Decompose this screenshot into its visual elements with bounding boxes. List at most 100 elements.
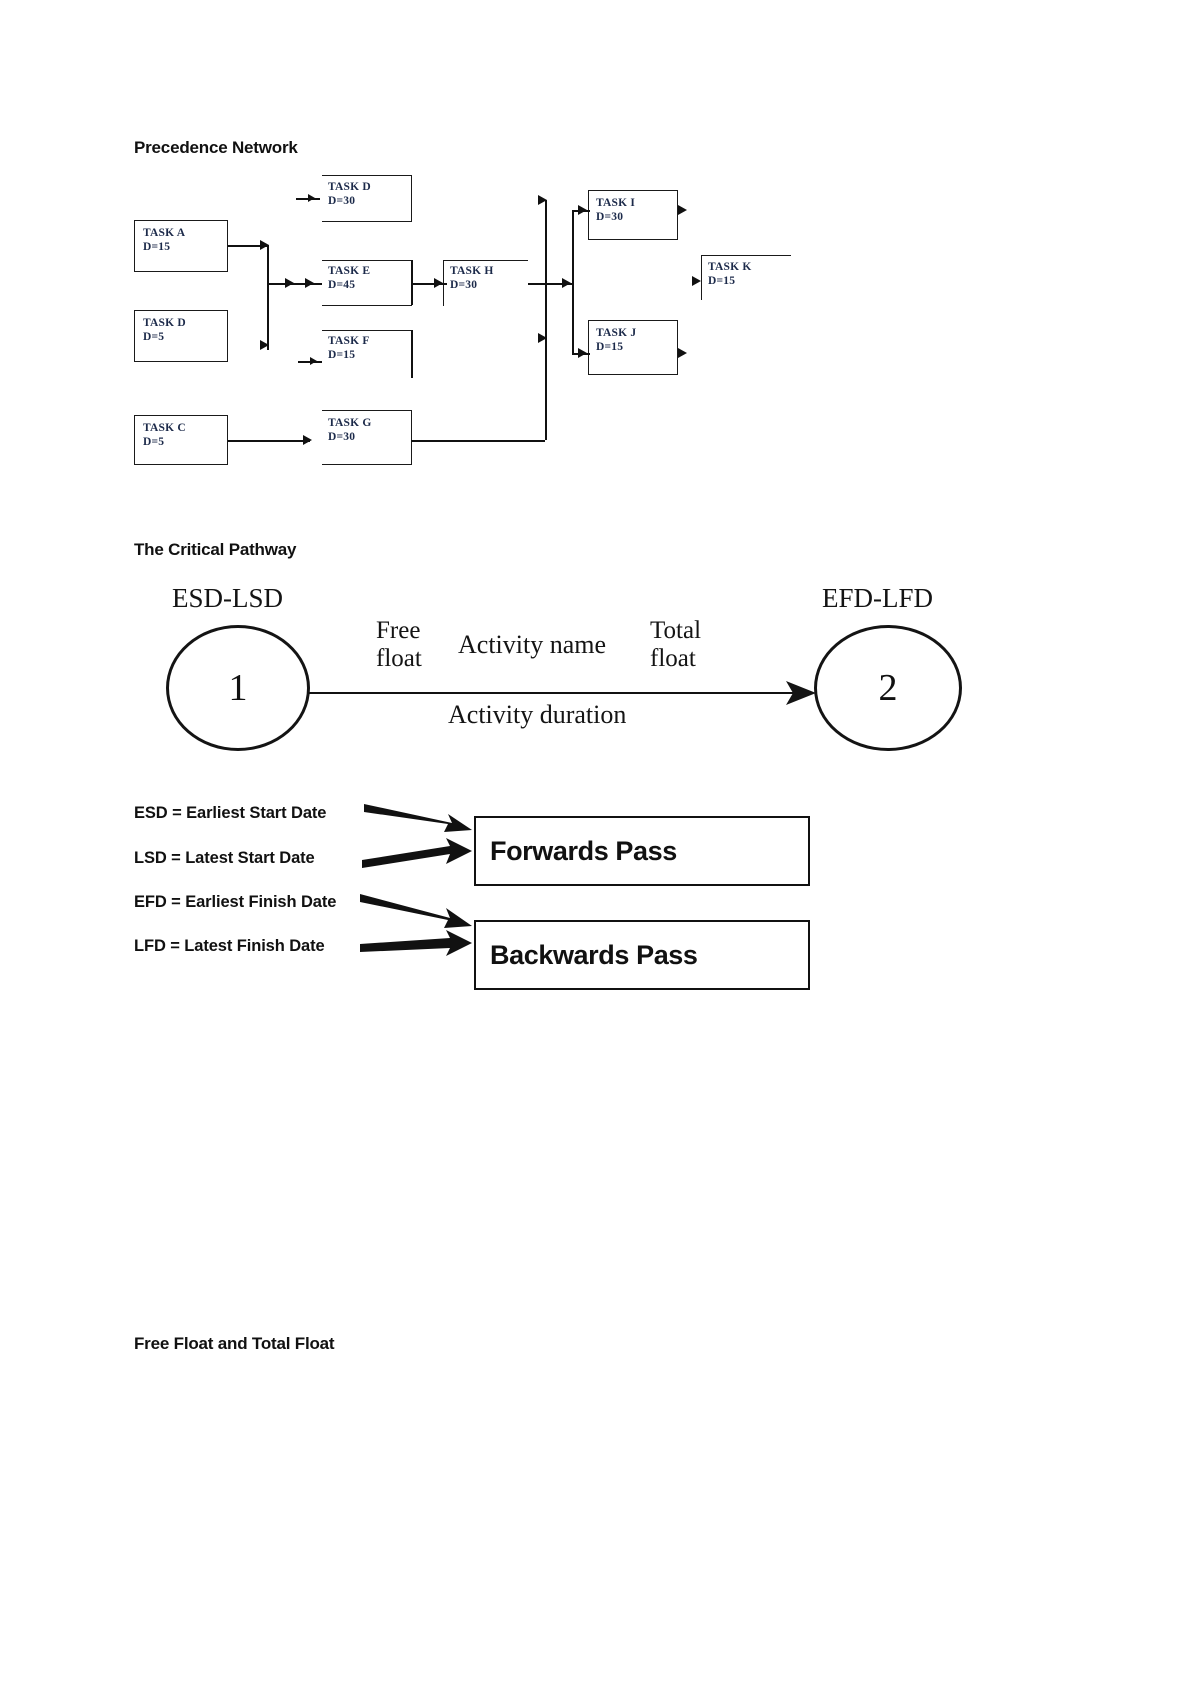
critical-pathway-heading: The Critical Pathway [134,540,297,559]
task-label-d-lower: TASK D D=5 [143,317,186,344]
task-name-g: TASK G [328,417,372,429]
activity-name-label: Activity name [458,630,607,659]
connector-c-to-g [228,440,310,442]
task-box-k [701,255,791,300]
task-duration-e: D=45 [328,278,356,291]
arrowhead-d-lower-out [260,340,269,350]
task-label-j: TASK J D=15 [596,327,636,354]
task-name-d-lower: TASK D [143,317,186,329]
backwards-pass-label: Backwards Pass [490,939,698,970]
task-label-h: TASK H D=30 [450,265,493,292]
connector-spine-left [267,245,269,350]
event-node-2-label: 2 [878,667,898,709]
connector-a-out [228,245,268,247]
arrowhead-right-spine-top [538,195,547,205]
event-node-1-label: 1 [228,667,248,709]
connector-f-out-drop [411,330,413,378]
task-duration-f: D=15 [328,348,356,361]
total-float-label-line2: float [650,645,696,672]
task-duration-d-upper: D=30 [328,194,356,207]
task-box-a [134,220,228,272]
arrowhead-j-out [678,348,687,358]
task-label-g: TASK G D=30 [328,417,371,444]
task-box-e [322,260,412,306]
task-duration-i: D=30 [596,210,624,223]
task-label-i: TASK I D=30 [596,197,635,224]
arrowhead-e-in-1 [285,278,294,288]
task-label-k: TASK K D=15 [708,261,751,288]
arrowhead-g-in [303,435,312,445]
arrowhead-f-in [310,357,317,365]
task-name-f: TASK F [328,335,370,347]
arrowhead-i-in [578,205,587,215]
task-box-i [588,190,678,240]
task-name-i: TASK I [596,197,636,209]
task-duration-h: D=30 [450,278,478,291]
total-float-label-line1: Total [650,617,702,644]
forwards-pass-box: Forwards Pass [474,816,810,886]
task-duration-g: D=30 [328,430,356,443]
task-label-d-upper: TASK D D=30 [328,181,371,208]
arrow-esd-to-forwards [364,804,472,832]
task-name-a: TASK A [143,227,186,239]
activity-arrow-line [308,692,802,695]
backwards-pass-box: Backwards Pass [474,920,810,990]
arrowhead-e-in-2 [305,278,314,288]
task-box-c [134,415,228,465]
esd-lsd-label: ESD-LSD [172,583,284,613]
arrow-lsd-to-forwards [362,838,472,868]
activity-arrowhead [786,681,816,705]
connector-g-out [411,440,545,442]
task-label-f: TASK F D=15 [328,335,370,362]
task-name-d-upper: TASK D [328,181,371,193]
connector-spine-to-e [267,283,322,285]
task-label-a: TASK A D=15 [143,227,185,254]
precedence-network-heading: Precedence Network [134,138,298,157]
arrowhead-right-spine-mid [538,333,547,343]
task-box-d-upper [322,175,412,222]
task-name-k: TASK K [708,261,752,273]
task-box-g [322,410,412,465]
connector-h-out [528,283,546,285]
task-duration-d-lower: D=5 [143,330,165,343]
task-name-c: TASK C [143,422,186,434]
arrowhead-j-in [578,348,587,358]
event-node-2: 2 [814,625,962,751]
activity-duration-label: Activity duration [448,700,627,729]
task-duration-a: D=15 [143,240,171,253]
arrowhead-ij-spine-in [562,278,571,288]
task-name-e: TASK E [328,265,371,277]
free-float-label-line2: float [376,645,422,672]
free-float-total-float-heading: Free Float and Total Float [134,1334,335,1353]
event-node-1: 1 [166,625,310,751]
connector-right-spine [545,200,547,440]
arrowhead-d-upper-in [308,194,315,202]
task-box-j [588,320,678,375]
task-duration-k: D=15 [708,274,736,287]
task-label-e: TASK E D=45 [328,265,370,292]
connector-e-right-drop [411,260,413,305]
arrow-efd-to-backwards [360,894,472,928]
connector-e-to-h [412,283,447,285]
task-duration-c: D=5 [143,435,165,448]
precedence-network-diagram: TASK A D=15 TASK D D=5 TASK C D=5 TASK D… [0,165,1200,495]
efd-lfd-label: EFD-LFD [822,583,934,613]
definition-efd: EFD = Earliest Finish Date [134,893,337,911]
arrowhead-k-in [692,276,701,286]
forwards-pass-label: Forwards Pass [490,835,677,866]
task-duration-j: D=15 [596,340,624,353]
task-box-d-lower [134,310,228,362]
arrowhead-a-out [260,240,269,250]
task-box-h [443,260,528,306]
free-float-label-line1: Free [376,617,421,644]
task-name-j: TASK J [596,327,637,339]
connector-ij-spine [572,210,574,353]
arrow-lfd-to-backwards [360,930,472,956]
task-label-c: TASK C D=5 [143,422,186,449]
definition-esd: ESD = Earliest Start Date [134,804,327,822]
definition-lfd: LFD = Latest Finish Date [134,937,325,955]
task-name-h: TASK H [450,265,494,277]
arrowhead-i-out [678,205,687,215]
connector-spine-to-ij [545,283,573,285]
